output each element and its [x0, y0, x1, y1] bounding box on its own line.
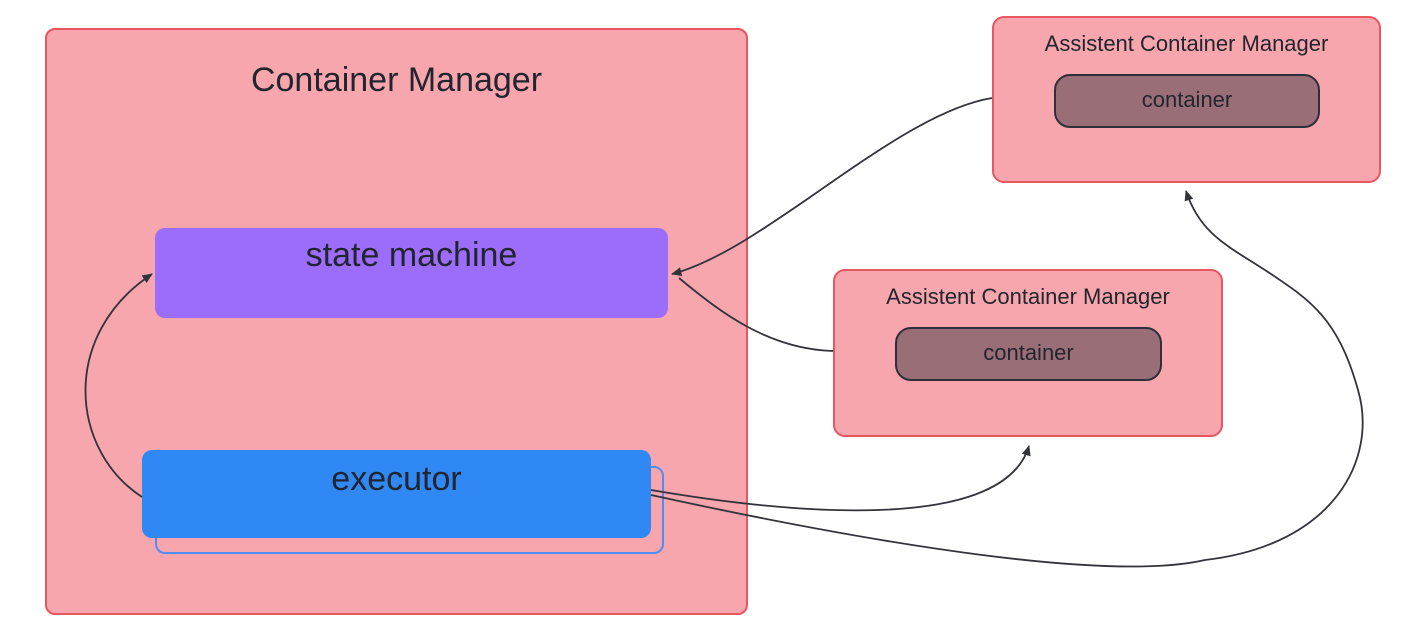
- executor-box: executor: [142, 450, 651, 538]
- assistant-container-manager-middle-box: Assistent Container Manager container: [833, 269, 1223, 437]
- assistant-container-manager-top-title: Assistent Container Manager: [1044, 31, 1329, 56]
- assistant-top-container-box: container: [1054, 74, 1320, 128]
- assistant-container-manager-top-box: Assistent Container Manager container: [992, 16, 1381, 183]
- assistant-middle-container-box: container: [895, 327, 1162, 381]
- container-manager-title: Container Manager: [250, 61, 543, 99]
- assistant-container-manager-middle-title: Assistent Container Manager: [886, 284, 1170, 309]
- state-machine-box: state machine: [155, 228, 668, 318]
